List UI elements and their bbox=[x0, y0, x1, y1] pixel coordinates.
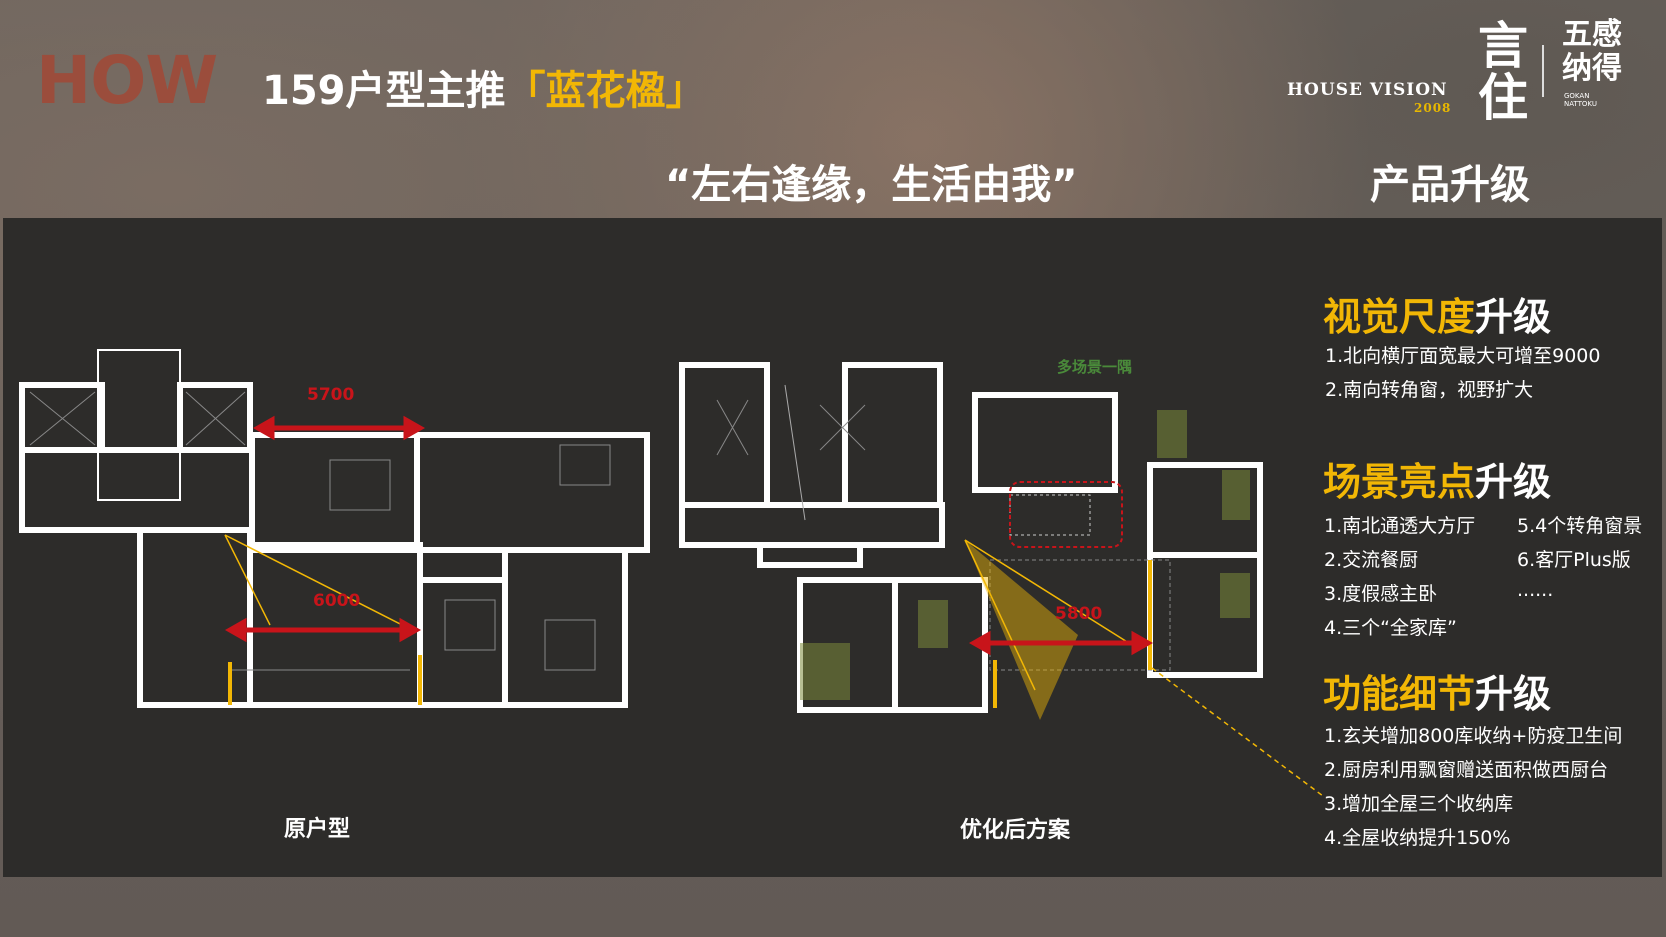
original-floor-plan bbox=[19, 349, 650, 708]
logo-divider bbox=[1542, 45, 1544, 97]
original-plan-label: 原户型 bbox=[284, 817, 351, 842]
view-cone bbox=[965, 540, 1078, 720]
logo-brand-cn: 言住 bbox=[1478, 16, 1528, 127]
dimension-arrow-south bbox=[224, 617, 422, 643]
logo-partner-cn: 五感纳得 bbox=[1562, 17, 1622, 86]
title-main: 159户型主推 bbox=[262, 68, 506, 114]
list-item: 2.厨房利用飘窗赠送面积做西厨台 bbox=[1324, 759, 1609, 781]
dimension-label-north: 5700 bbox=[307, 385, 355, 405]
dimension-arrow-optimized bbox=[968, 630, 1154, 656]
dimension-label-south: 6000 bbox=[313, 591, 361, 611]
optimized-plan-details bbox=[716, 384, 1171, 671]
section-heading-visual: 视觉尺度升级 bbox=[1323, 295, 1552, 339]
list-item: 4.三个“全家库” bbox=[1324, 617, 1457, 639]
original-plan-details bbox=[29, 391, 611, 671]
title-highlight: 「蓝花楹」 bbox=[505, 68, 706, 114]
section-title: 产品升级 bbox=[1370, 162, 1530, 208]
list-item: 2.交流餐厨 bbox=[1324, 549, 1419, 571]
list-item: 1.北向横厅面宽最大可增至9000 bbox=[1325, 345, 1601, 367]
list-item: 6.客厅Plus版 bbox=[1517, 549, 1631, 571]
dimension-arrow-north bbox=[252, 415, 426, 441]
scene-note: 多场景一隅 bbox=[1057, 358, 1133, 376]
slogan: “左右逢缘，生活由我” bbox=[665, 162, 1078, 208]
list-item: 3.度假感主卧 bbox=[1324, 583, 1438, 605]
dining-highlight bbox=[1009, 481, 1123, 548]
storage-highlights bbox=[800, 410, 1250, 700]
logo-year: 2008 bbox=[1414, 101, 1452, 115]
list-item: 3.增加全屋三个收纳库 bbox=[1324, 793, 1514, 815]
view-line bbox=[224, 534, 413, 631]
logo-partner-en: GOKAN NATTOKU bbox=[1564, 92, 1597, 108]
callout-line bbox=[1151, 667, 1324, 797]
section-heading-function: 功能细节升级 bbox=[1323, 672, 1552, 716]
view-line bbox=[224, 534, 271, 626]
optimized-plan-label: 优化后方案 bbox=[960, 818, 1071, 843]
how-label: HOW bbox=[36, 42, 218, 119]
list-item: 1.玄关增加800库收纳+防疫卫生间 bbox=[1324, 725, 1623, 747]
list-item: 5.4个转角窗景 bbox=[1517, 515, 1643, 537]
page-title: 159户型主推「蓝花楹」 bbox=[262, 58, 706, 116]
list-item: 2.南向转角窗，视野扩大 bbox=[1325, 379, 1534, 401]
list-item: 1.南北通透大方厅 bbox=[1324, 515, 1476, 537]
dimension-label-optimized: 5800 bbox=[1055, 604, 1103, 624]
list-item: ...... bbox=[1517, 579, 1554, 601]
logo-brand-en: HOUSE VISION bbox=[1287, 80, 1448, 100]
section-heading-scene: 场景亮点升级 bbox=[1323, 460, 1552, 504]
list-item: 4.全屋收纳提升150% bbox=[1324, 827, 1511, 849]
